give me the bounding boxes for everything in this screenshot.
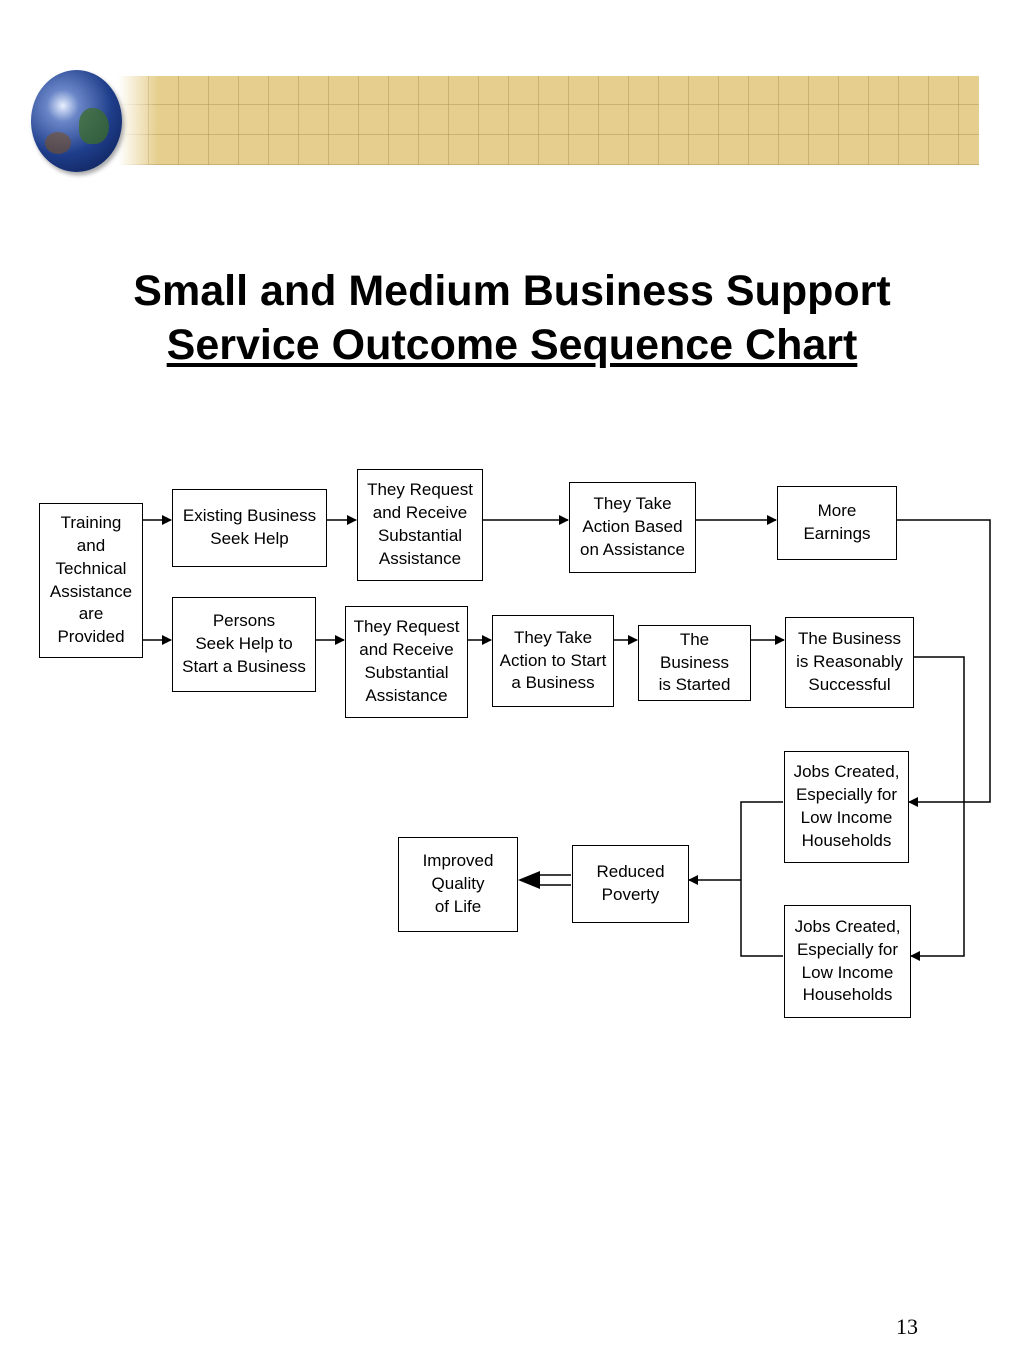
- node-existing-business: Existing Business Seek Help: [172, 489, 327, 567]
- connector-jobs-bracket: [740, 801, 783, 957]
- node-improved-quality: Improved Quality of Life: [398, 837, 518, 932]
- node-business-started: The Business is Started: [638, 625, 751, 701]
- node-persons-seek-help: Persons Seek Help to Start a Business: [172, 597, 316, 692]
- node-request-receive-1: They Request and Receive Substantial Ass…: [357, 469, 483, 581]
- page-title: Small and Medium Business Support: [133, 267, 891, 315]
- node-jobs-created-2: Jobs Created, Especially for Low Income …: [784, 905, 911, 1018]
- node-more-earnings: More Earnings: [777, 486, 897, 560]
- world-map-banner: [118, 76, 979, 165]
- arrow-earnings-to-jobs1: [896, 519, 991, 807]
- node-business-successful: The Business is Reasonably Successful: [785, 617, 914, 708]
- page-number: 13: [896, 1314, 918, 1339]
- node-request-receive-2: They Request and Receive Substantial Ass…: [345, 606, 468, 718]
- double-arrowhead-poverty-to-quality: [518, 871, 540, 889]
- page-subtitle: Service Outcome Sequence Chart: [166, 321, 858, 369]
- node-reduced-poverty: Reduced Poverty: [572, 845, 689, 923]
- node-jobs-created-1: Jobs Created, Especially for Low Income …: [784, 751, 909, 863]
- globe-icon: [31, 70, 122, 172]
- node-training: Training and Technical Assistance are Pr…: [39, 503, 143, 658]
- arrow-successful-to-jobs2: [910, 656, 965, 961]
- node-take-action-start: They Take Action to Start a Business: [492, 615, 614, 707]
- node-take-action-assistance: They Take Action Based on Assistance: [569, 482, 696, 573]
